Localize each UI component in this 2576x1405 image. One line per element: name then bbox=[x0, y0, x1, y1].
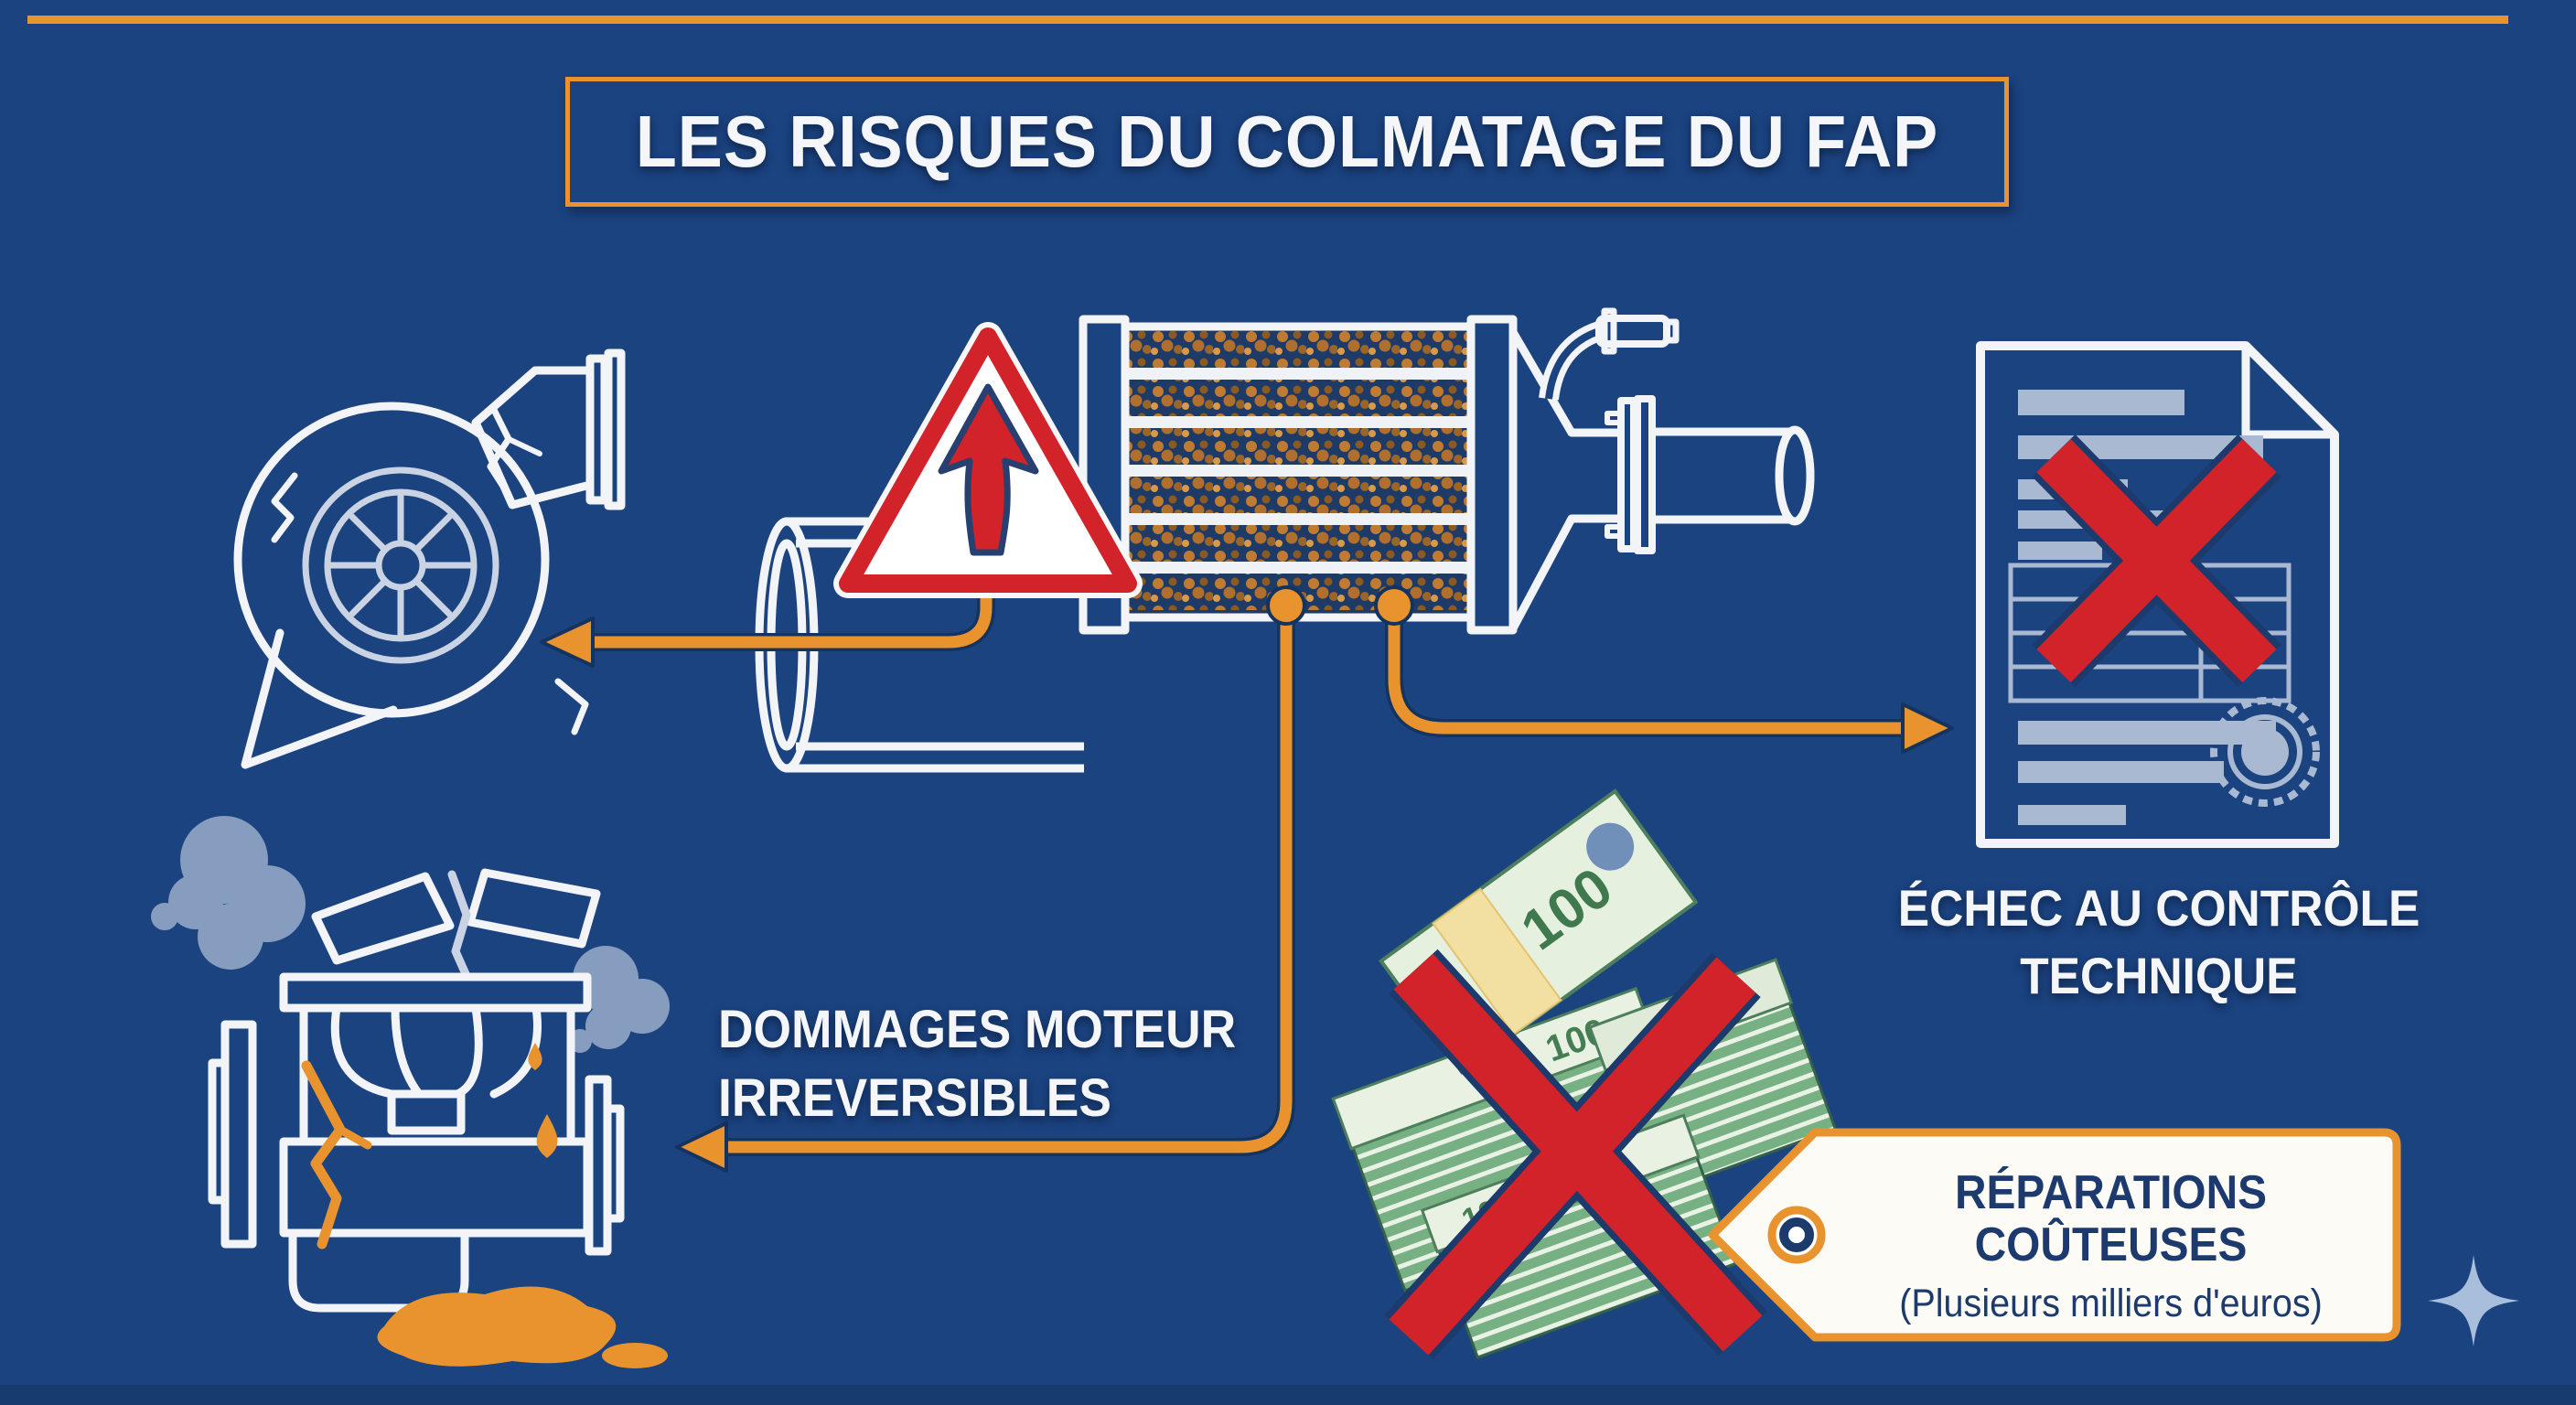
title-box: LES RISQUES DU COLMATAGE DU FAP bbox=[565, 77, 2009, 207]
arrowhead-right-document bbox=[1901, 702, 1954, 754]
engine-damage-line2: IRREVERSIBLES bbox=[718, 1068, 1111, 1129]
sparkle-icon bbox=[2428, 1255, 2519, 1346]
document-text-bars bbox=[2018, 390, 2276, 825]
inspection-failure-label: ÉCHEC AU CONTRÔLE TECHNIQUE bbox=[1857, 874, 2461, 1010]
connector-to-engine bbox=[720, 599, 1293, 1153]
arrowhead-left-turbo bbox=[540, 617, 595, 668]
document-red-cross-icon bbox=[2032, 434, 2281, 688]
inspection-line2: TECHNIQUE bbox=[2020, 946, 2298, 1004]
repairs-tag-label: RÉPARATIONS COÛTEUSES (Plusieurs millier… bbox=[1825, 1166, 2397, 1326]
connector-to-document bbox=[1388, 599, 1909, 735]
connector-dot-left bbox=[1266, 585, 1306, 626]
warning-up-arrow bbox=[938, 383, 1039, 556]
page-title: LES RISQUES DU COLMATAGE DU FAP bbox=[635, 101, 1939, 182]
cracked-turbocharger-icon bbox=[233, 349, 626, 769]
clogged-dpf-filter-icon bbox=[1079, 307, 1815, 635]
top-divider-rule bbox=[27, 16, 2508, 24]
arrowhead-left-engine bbox=[675, 1121, 728, 1173]
connector-dot-right bbox=[1374, 585, 1414, 626]
repairs-subtitle: (Plusieurs milliers d'euros) bbox=[1899, 1282, 2323, 1326]
failed-inspection-document-icon bbox=[1976, 341, 2339, 848]
filter-separator-bars bbox=[1126, 368, 1470, 574]
engine-damage-line1: DOMMAGES MOTEUR bbox=[718, 1000, 1237, 1059]
price-tag-icon bbox=[1708, 1128, 2401, 1342]
tag-hole bbox=[1767, 1206, 1826, 1264]
document-stamp bbox=[2210, 697, 2320, 807]
crossed-money-stack-icon: 100 100 100 bbox=[1331, 788, 1838, 1360]
engine-cracks-and-oil bbox=[301, 1043, 668, 1368]
repairs-title: RÉPARATIONS COÛTEUSES bbox=[1954, 1166, 2268, 1272]
warning-triangle-icon bbox=[833, 322, 1143, 598]
damaged-engine-icon bbox=[151, 816, 670, 1368]
soot-rows bbox=[1128, 331, 1468, 610]
inspection-line1: ÉCHEC AU CONTRÔLE bbox=[1897, 879, 2420, 937]
connector-to-turbo bbox=[586, 579, 993, 649]
money-red-cross-icon bbox=[1384, 949, 1767, 1360]
engine-damage-label: DOMMAGES MOTEUR IRREVERSIBLES bbox=[718, 995, 1281, 1133]
bottom-edge-shade bbox=[0, 1385, 2576, 1405]
connector-lines bbox=[540, 576, 1954, 1173]
